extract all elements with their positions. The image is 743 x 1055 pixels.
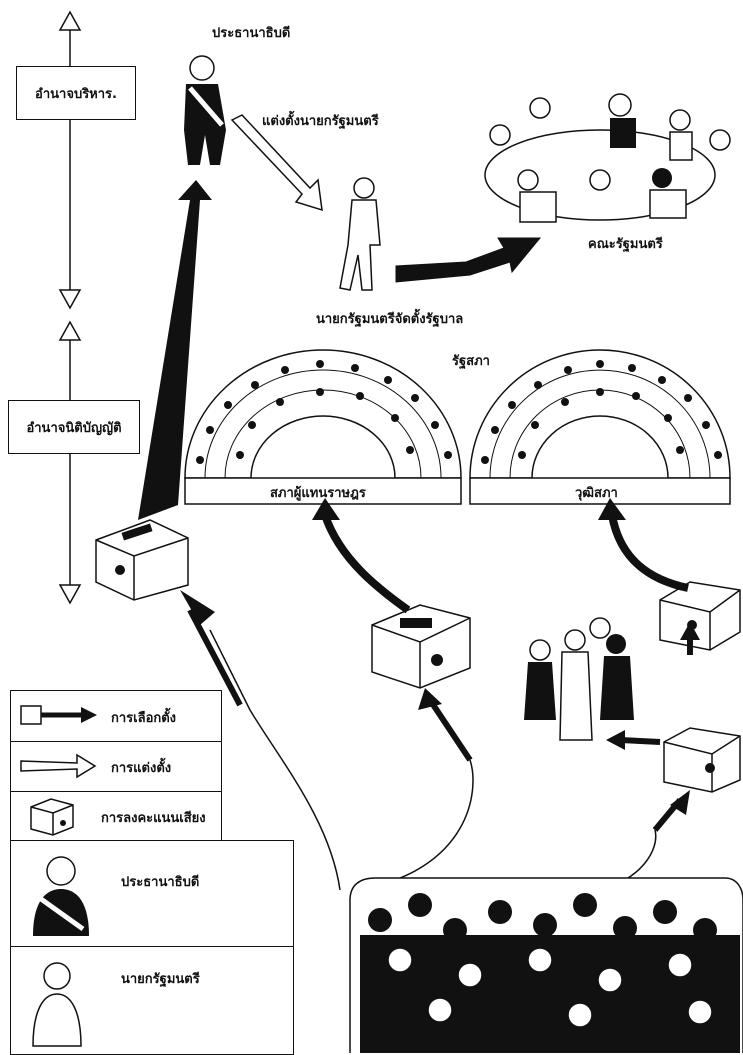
legislative-power-label: อำนาจนิติบัญญัติ bbox=[26, 420, 122, 436]
legislative-power-box: อำนาจนิติบัญญัติ bbox=[8, 400, 140, 454]
down-arrow-icon bbox=[58, 584, 82, 605]
ballot-box-senate-top bbox=[659, 581, 741, 651]
executive-power-label: อำนาจบริหาร. bbox=[35, 86, 117, 102]
appoint-pm-label: แต่งตั้งนายกรัฐมนตรี bbox=[262, 114, 379, 129]
executive-power-box: อำนาจบริหาร. bbox=[16, 66, 136, 120]
legend-panel: การเลือกตั้ง การแต่งตั้ง การลงคะแนนเสียง bbox=[10, 690, 222, 842]
ballot-box-house bbox=[371, 604, 471, 689]
election-arrow-to-president bbox=[138, 180, 212, 520]
crowd-illustration bbox=[349, 877, 743, 1053]
cabinet-label: คณะรัฐมนตรี bbox=[588, 237, 663, 252]
senate-election-arrow bbox=[608, 514, 689, 592]
senate-label: วุฒิสภา bbox=[575, 486, 618, 501]
appoint-arrow bbox=[230, 114, 323, 212]
legend-voting-row: การลงคะแนนเสียง bbox=[11, 791, 221, 839]
voter-path-house bbox=[357, 759, 474, 891]
up-arrow-icon bbox=[58, 10, 82, 31]
president-label: ประธานาธิบดี bbox=[212, 26, 291, 41]
house-hemicycle bbox=[184, 349, 462, 505]
ballot-box-icon bbox=[30, 798, 74, 836]
legend-voting-label: การลงคะแนนเสียง bbox=[101, 811, 206, 826]
legend-president-row: ประธานาธิบดี bbox=[11, 841, 293, 947]
legend-pm-row: นายกรัฐมนตรี bbox=[11, 946, 293, 1052]
president-figure bbox=[184, 55, 226, 165]
congress-label: รัฐสภา bbox=[452, 354, 490, 369]
cabinet-illustration bbox=[484, 93, 731, 223]
legend-pm-label: นายกรัฐมนตรี bbox=[121, 972, 200, 987]
legend-election-row: การเลือกตั้ง bbox=[11, 691, 221, 742]
legend-election-label: การเลือกตั้ง bbox=[111, 711, 177, 726]
legend-figures-panel: ประธานาธิบดี นายกรัฐมนตรี bbox=[10, 840, 294, 1055]
legend-appointment-row: การแต่งตั้ง bbox=[11, 741, 221, 792]
pm-figure bbox=[339, 177, 381, 291]
appointment-arrow-icon bbox=[20, 753, 97, 779]
pm-to-cabinet-arrow bbox=[395, 237, 542, 283]
pm-forms-government-label: นายกรัฐมนตรีจัดตั้งรัฐบาล bbox=[316, 312, 464, 327]
legend-president-label: ประธานาธิบดี bbox=[121, 875, 200, 890]
voter-path-president bbox=[209, 629, 341, 891]
ballot-box-president bbox=[95, 519, 189, 601]
legend-appointment-label: การแต่งตั้ง bbox=[111, 761, 172, 776]
legislative-axis bbox=[58, 320, 82, 605]
voter-group bbox=[524, 617, 634, 741]
election-arrow-icon bbox=[20, 705, 97, 725]
president-portrait-icon bbox=[33, 856, 89, 936]
pm-portrait-icon bbox=[32, 962, 82, 1047]
down-arrow-icon bbox=[58, 289, 82, 310]
up-arrow-icon bbox=[58, 320, 82, 341]
ballot-box-senate-bottom bbox=[663, 727, 741, 793]
senate-hemicycle bbox=[469, 349, 731, 505]
executive-axis bbox=[58, 10, 82, 310]
house-label: สภาผู้แทนราษฎร bbox=[270, 486, 366, 501]
house-election-arrow bbox=[321, 513, 411, 614]
